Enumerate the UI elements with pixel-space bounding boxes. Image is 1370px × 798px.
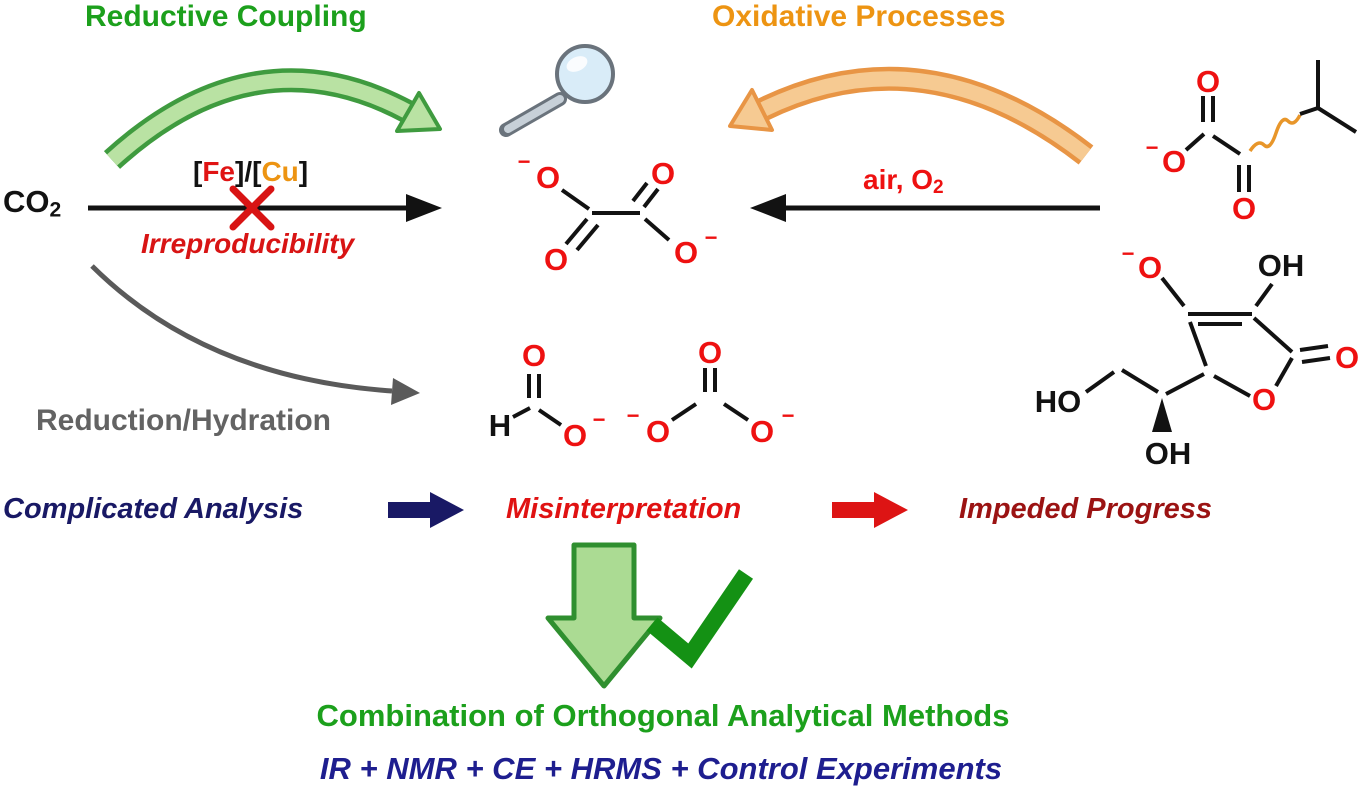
ascorbate-oh-label: OH bbox=[1145, 436, 1192, 471]
ascorbate-o-label: O bbox=[1335, 340, 1359, 375]
formate-structure: H O O − bbox=[489, 338, 606, 453]
ascorbate-o-label: O bbox=[1138, 250, 1162, 285]
ascorbate-structure: − O OH O O HO OH bbox=[1035, 241, 1359, 471]
carbonate-structure: O − O O − bbox=[627, 335, 795, 449]
ketoacid-o-label: O bbox=[1196, 64, 1220, 99]
wedge-bond bbox=[1152, 398, 1172, 432]
down-arrow-icon bbox=[545, 542, 663, 689]
reductive-arc-arrow bbox=[103, 68, 442, 169]
ascorbate-ring-o-label: O bbox=[1252, 382, 1276, 417]
oxidative-arc-arrow bbox=[728, 66, 1094, 165]
bracket-sep: ]/[ bbox=[235, 156, 262, 187]
oxalate-o-label: O bbox=[651, 156, 675, 191]
bracket-close: ] bbox=[298, 156, 309, 187]
solution-heading: Combination of Orthogonal Analytical Met… bbox=[316, 698, 1010, 733]
oxalate-structure: − O O O O − bbox=[518, 149, 718, 277]
ketoacid-o-label: O bbox=[1232, 191, 1256, 226]
oxalate-charge-label: − bbox=[518, 149, 531, 174]
squiggle-bond bbox=[1248, 114, 1302, 153]
oxidative-processes-heading: Oxidative Processes bbox=[712, 0, 1006, 33]
cu-label: Cu bbox=[261, 156, 299, 187]
reduction-hydration-label: Reduction/Hydration bbox=[36, 404, 332, 437]
impeded-progress-label: Impeded Progress bbox=[959, 493, 1213, 525]
carbonate-o-label: O bbox=[698, 335, 722, 370]
oxidation-arrow bbox=[750, 194, 1100, 222]
co2-label: CO2 bbox=[3, 184, 62, 222]
carbonate-charge-label: − bbox=[627, 403, 640, 428]
formate-o-label: O bbox=[563, 418, 587, 453]
co2-subscript: 2 bbox=[49, 198, 62, 222]
catalyst-label: [Fe]/[Cu] bbox=[193, 157, 308, 186]
ascorbate-oh-label: OH bbox=[1258, 248, 1305, 283]
misinterpretation-label: Misinterpretation bbox=[506, 493, 742, 525]
reductive-coupling-heading: Reductive Coupling bbox=[85, 0, 367, 33]
complicated-analysis-label: Complicated Analysis bbox=[3, 493, 304, 525]
fe-label: Fe bbox=[202, 156, 236, 187]
methods-list: IR + NMR + CE + HRMS + Control Experimen… bbox=[319, 751, 1003, 786]
ketoacid-structure: − O O O bbox=[1146, 60, 1358, 226]
formate-o-label: O bbox=[522, 338, 546, 373]
formate-h-label: H bbox=[489, 408, 511, 443]
checkmark-icon bbox=[646, 569, 754, 669]
oxalate-o-label: O bbox=[544, 242, 568, 277]
oxalate-o-label: O bbox=[536, 160, 560, 195]
failure-x-icon bbox=[229, 185, 275, 231]
carbonate-o-label: O bbox=[646, 414, 670, 449]
oxalate-o-label: O bbox=[674, 235, 698, 270]
bracket-open: [ bbox=[193, 156, 203, 187]
formate-charge-label: − bbox=[593, 407, 606, 432]
magnifier-icon bbox=[499, 44, 615, 137]
ascorbate-charge-label: − bbox=[1122, 241, 1135, 266]
carbonate-o-label: O bbox=[750, 414, 774, 449]
oxalate-charge-label: − bbox=[705, 225, 718, 250]
navy-right-arrow-icon bbox=[388, 492, 464, 528]
reduction-hydration-arrow bbox=[90, 264, 420, 405]
red-right-arrow-icon bbox=[832, 492, 908, 528]
ketoacid-o-label: O bbox=[1162, 144, 1186, 179]
air-o2-main: air, O bbox=[863, 164, 934, 195]
irreproducibility-label: Irreproducibility bbox=[141, 228, 355, 259]
ascorbate-ho-label: HO bbox=[1035, 384, 1082, 419]
carbonate-charge-label: − bbox=[782, 403, 795, 428]
air-o2-label: air, O2 bbox=[863, 165, 944, 198]
co2-main: CO bbox=[3, 184, 50, 219]
air-o2-subscript: 2 bbox=[933, 177, 944, 199]
ketoacid-charge-label: − bbox=[1146, 135, 1159, 160]
